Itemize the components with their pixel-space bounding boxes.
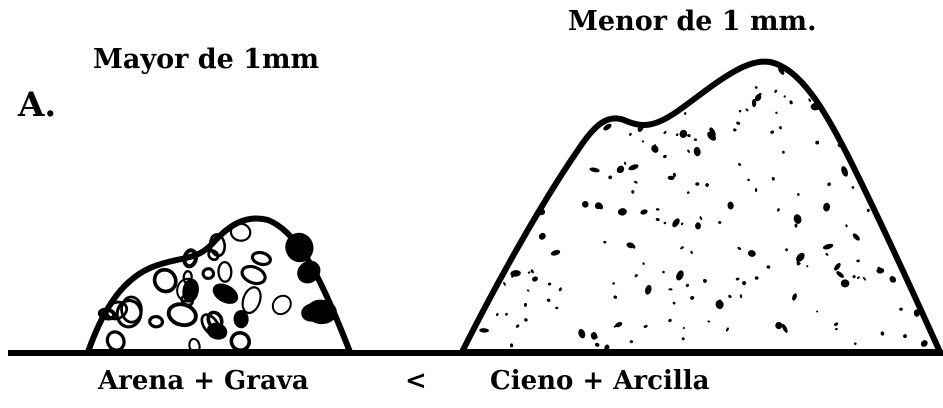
bottom-left-label: Arena + Grava bbox=[98, 368, 309, 394]
gravel-pebble bbox=[302, 304, 323, 322]
panel-letter: A. bbox=[18, 88, 56, 122]
right-pile-label: Menor de 1 mm. bbox=[568, 8, 817, 35]
fine-pile-outline bbox=[462, 62, 940, 352]
gravel-pebble bbox=[235, 311, 247, 327]
fine-pile bbox=[462, 62, 940, 352]
bottom-right-label: Cieno + Arcilla bbox=[490, 368, 709, 394]
coarse-pile bbox=[88, 218, 350, 353]
comparison-symbol: < bbox=[405, 368, 427, 394]
left-pile-label: Mayor de 1mm bbox=[93, 46, 319, 73]
